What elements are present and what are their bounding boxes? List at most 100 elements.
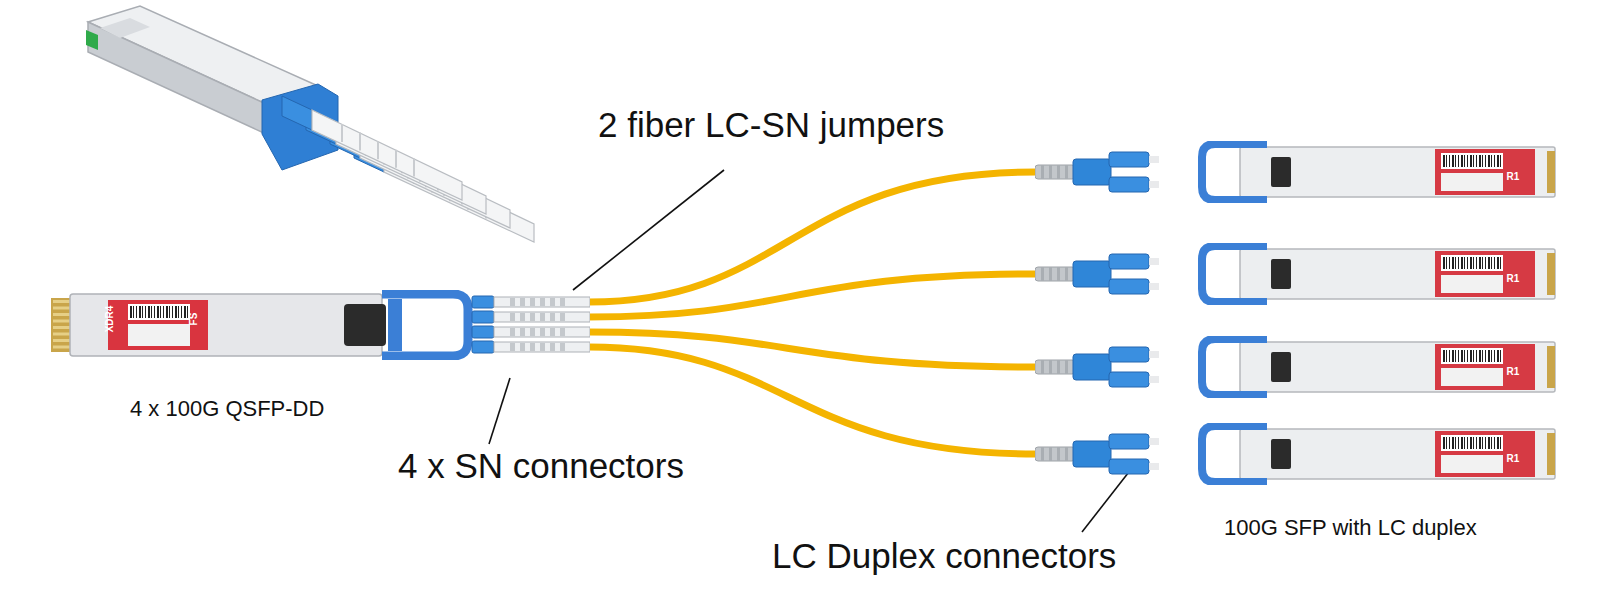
illustration-part (550, 343, 555, 351)
illustration-part (1476, 350, 1477, 362)
illustration-part (1455, 350, 1456, 362)
illustration-part (53, 339, 71, 342)
illustration-part (1452, 257, 1454, 269)
sfp-module (1035, 423, 1557, 485)
illustration-part (53, 326, 71, 329)
illustration-part (377, 141, 379, 159)
illustration-part (1446, 350, 1447, 362)
illustration-part (1449, 437, 1450, 449)
illustration-part (181, 306, 182, 318)
illustration-part (1443, 437, 1445, 449)
illustration-part (560, 328, 565, 336)
illustration-part (1441, 348, 1503, 364)
illustration-part (1479, 257, 1481, 269)
illustration-part (1065, 360, 1068, 374)
illustration-part (151, 306, 152, 318)
illustration-part (1464, 437, 1465, 449)
illustration-part (1149, 283, 1159, 290)
illustration-part (53, 313, 71, 316)
illustration-part (169, 306, 170, 318)
illustration-part (148, 306, 150, 318)
illustration-part (1035, 360, 1075, 374)
illustration-part (1467, 155, 1468, 167)
illustration-part (1476, 155, 1477, 167)
illustration-part (178, 306, 179, 318)
fiber-path (589, 274, 1036, 317)
illustration-part (520, 328, 525, 336)
illustration-part (1467, 257, 1468, 269)
illustration-part (1446, 155, 1447, 167)
illustration-part (1497, 350, 1499, 362)
illustration-part (1547, 433, 1555, 475)
module-caption: 100G SFP with LC duplex (1224, 515, 1477, 541)
illustration-part (1271, 439, 1291, 469)
illustration-part (1449, 155, 1450, 167)
illustration-part (388, 299, 402, 351)
illustration-part (395, 150, 397, 168)
illustration-part (172, 306, 173, 318)
illustration-part (510, 298, 515, 306)
illustration-part (1073, 159, 1111, 185)
illustration-part (53, 307, 71, 310)
illustration-part (1435, 251, 1535, 297)
illustration-part (1149, 351, 1159, 358)
qsfp-dd-module (48, 290, 590, 360)
illustration-part (1464, 155, 1465, 167)
illustration-part (1464, 350, 1465, 362)
illustration-part (1073, 261, 1111, 287)
illustration-part (1441, 435, 1503, 451)
illustration-part (344, 304, 386, 346)
illustration-part (1458, 257, 1459, 269)
illustration-part (1109, 254, 1149, 269)
illustration-part (128, 324, 190, 346)
sfp-module: R1 (1035, 243, 1557, 305)
illustration-part (550, 313, 555, 321)
illustration-part (1441, 255, 1503, 271)
illustration-part (100, 18, 150, 38)
illustration-part (540, 328, 545, 336)
illustration-part (1041, 165, 1044, 179)
illustration-part (1049, 267, 1052, 281)
illustration-part (530, 328, 535, 336)
sfp-module: R1 (1035, 336, 1557, 398)
illustration-part (1435, 431, 1535, 477)
module-label-text: FS (189, 313, 199, 326)
illustration-part (510, 328, 515, 336)
illustration-part (142, 306, 143, 318)
illustration-part (1035, 267, 1075, 281)
illustration-part (341, 124, 343, 142)
module-label-text: XDR4 (105, 306, 115, 333)
illustration-part (1271, 352, 1291, 382)
illustration-part (1202, 426, 1267, 482)
illustration-part (160, 306, 161, 318)
illustration-part (1461, 155, 1463, 167)
illustration-part (494, 297, 590, 307)
illustration-part (1202, 246, 1267, 302)
illustration-part (136, 306, 137, 318)
illustration-part (1441, 275, 1503, 293)
illustration-part (1458, 437, 1459, 449)
illustration-part (1149, 181, 1159, 188)
illustration-part (1488, 437, 1490, 449)
illustration-part (1476, 257, 1477, 269)
illustration-part (540, 298, 545, 306)
illustration-part (1065, 165, 1068, 179)
fiber-jumper (589, 347, 1036, 454)
illustration-part (1482, 437, 1483, 449)
illustration-part (154, 306, 155, 318)
sfp-module (1035, 243, 1557, 305)
illustration-part (1441, 368, 1503, 386)
illustration-part (128, 304, 190, 320)
illustration-part (1470, 437, 1472, 449)
illustration-part (1202, 339, 1267, 395)
illustration-part (530, 313, 535, 321)
illustration-part (130, 306, 132, 318)
module-caption: 4 x 100G QSFP-DD (130, 396, 324, 422)
illustration-part (1467, 350, 1468, 362)
illustration-part (1491, 155, 1492, 167)
illustration-part (1491, 257, 1492, 269)
illustration-part (1435, 149, 1535, 195)
illustration-part (312, 110, 462, 200)
illustration-part (520, 343, 525, 351)
